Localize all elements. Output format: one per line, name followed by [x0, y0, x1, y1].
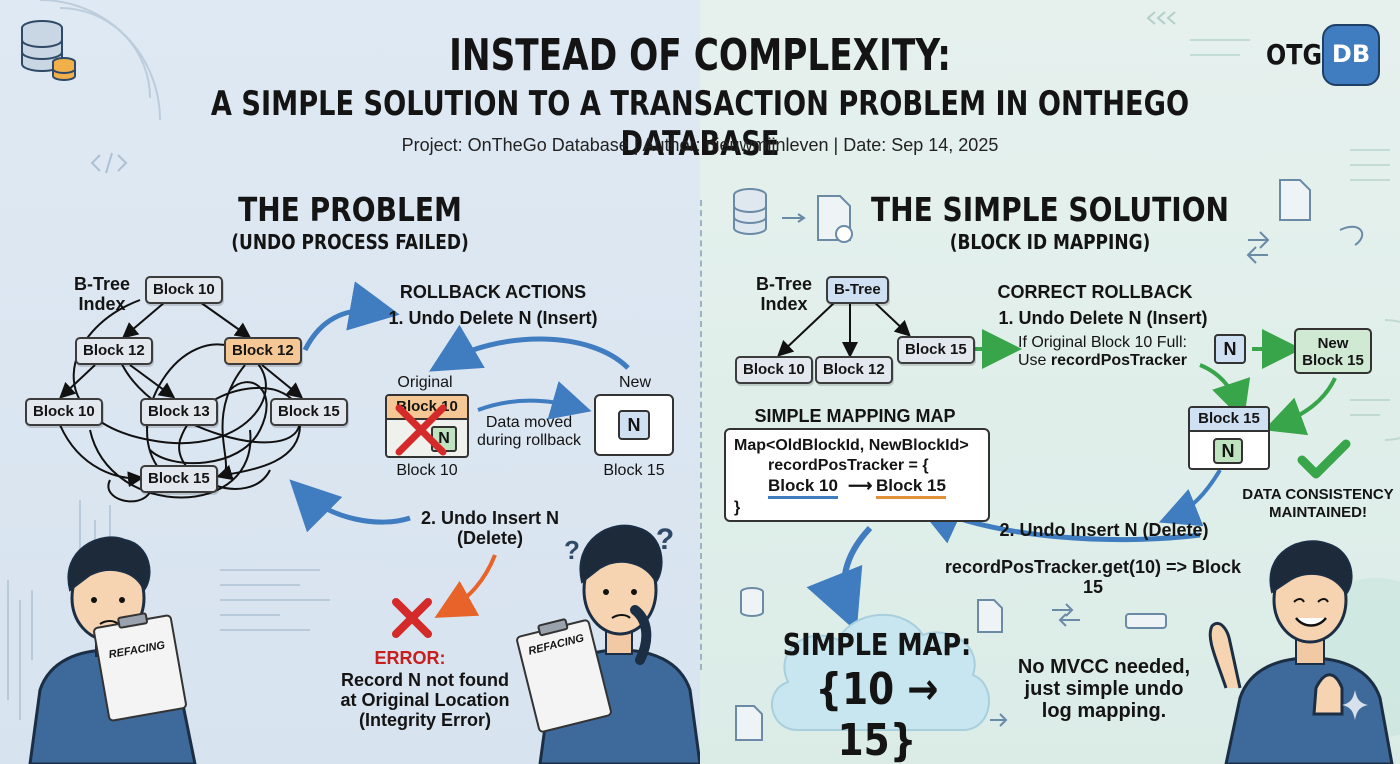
mapping-code-box: Map<OldBlockId, NewBlockId> recordPosTra…	[724, 428, 990, 522]
database-icon	[740, 587, 764, 617]
problem-block-mid-left: Block 12	[75, 337, 153, 365]
solution-note: No MVCC needed, just simple undo log map…	[1017, 656, 1191, 722]
clipboard-right-text: REFACING	[527, 632, 586, 658]
code-close: }	[734, 499, 741, 516]
check-icon	[1297, 439, 1351, 479]
new-block-15: New Block 15	[1294, 328, 1372, 374]
problem-block-leaf-1: Block 10	[25, 398, 103, 426]
error-title: ERROR:	[374, 648, 446, 668]
problem-block-bottom: Block 15	[140, 465, 218, 493]
sparkle-icon	[1342, 690, 1368, 720]
error-cross-icon	[392, 598, 432, 638]
code-arrow: ⟶	[848, 476, 873, 495]
cross-icon	[395, 404, 447, 456]
document-icon	[735, 705, 763, 741]
solution-block-leaf-1: Block 10	[735, 356, 813, 384]
rollback-title: ROLLBACK ACTIONS	[399, 282, 587, 302]
solution-block-leaf-2: Block 12	[815, 356, 893, 384]
correct-rollback-title: CORRECT ROLLBACK	[997, 282, 1193, 302]
sync-icon	[990, 713, 1008, 727]
solution-btree-label: B-Tree Index	[755, 274, 813, 314]
data-moved-label: Data moved during rollback	[476, 414, 582, 449]
question-icon-2: ?	[655, 523, 675, 556]
new-caption: Block 15	[603, 462, 665, 479]
solution-decor-icons	[733, 179, 1364, 264]
database-icon	[21, 20, 76, 81]
document-icon	[817, 195, 853, 243]
happy-developer-illustration	[1208, 540, 1400, 764]
project-meta: Project: OnTheGo Database | Author: nieu…	[401, 135, 999, 155]
problem-step1: 1. Undo Delete N (Insert)	[388, 308, 598, 328]
logo-badge-text: DB	[1331, 40, 1371, 68]
code-line2: recordPosTracker = {	[768, 457, 929, 474]
condition-line2: Use recordPosTracker	[1018, 352, 1208, 370]
solution-block-right: Block 15	[897, 336, 975, 364]
sync-icon	[1246, 225, 1364, 264]
problem-btree-label: B-Tree Index	[73, 274, 131, 314]
clipboard-left-text: REFACING	[107, 639, 166, 662]
target-block-header: Block 15	[1190, 408, 1268, 432]
mapping-title: SIMPLE MAPPING MAP	[754, 406, 956, 426]
condition-line1: If Original Block 10 Full:	[1018, 334, 1187, 351]
logo-badge: DB	[1322, 24, 1380, 86]
original-label: Original	[397, 374, 453, 391]
solution-subtitle: (BLOCK ID MAPPING)	[949, 230, 1151, 254]
document-icon	[977, 599, 1003, 633]
logo-text: OTG	[1266, 38, 1323, 71]
code-icon	[90, 152, 128, 174]
original-block-header: Block 10	[387, 396, 467, 420]
target-n: N	[1213, 438, 1243, 464]
document-icon	[1279, 179, 1311, 221]
solution-title: THE SIMPLE SOLUTION	[870, 190, 1230, 229]
code-from-block: Block 10	[768, 476, 838, 499]
condition-prefix: Use	[1018, 352, 1051, 369]
problem-block-mid-right: Block 12	[224, 337, 302, 365]
panel-divider	[700, 200, 702, 670]
error-text: Record N not found at Original Location …	[340, 670, 510, 730]
problem-block-root: Block 10	[145, 276, 223, 304]
original-n: N	[431, 426, 457, 452]
original-caption: Block 10	[396, 462, 458, 479]
problem-step2: 2. Undo Insert N (Delete)	[420, 508, 559, 548]
solution-n-box: N	[1214, 334, 1246, 364]
question-icon: ?	[564, 535, 580, 565]
solution-step1: 1. Undo Delete N (Insert)	[998, 308, 1208, 328]
new-label: New	[618, 374, 651, 391]
solution-small-icons	[735, 587, 1167, 741]
problem-block-leaf-2: Block 13	[140, 398, 218, 426]
problem-block-leaf-3: Block 15	[270, 398, 348, 426]
simple-map-cloud	[771, 613, 990, 731]
consistency-label: DATA CONSISTENCY MAINTAINED!	[1242, 486, 1394, 521]
solution-block-root: B-Tree	[826, 276, 889, 304]
new-n: N	[618, 410, 650, 440]
clipboard-left: REFACING	[92, 612, 188, 723]
code-line1: Map<OldBlockId, NewBlockId>	[734, 437, 969, 454]
sync-icon	[1052, 603, 1080, 627]
chevrons-icon	[1146, 11, 1176, 25]
target-block: Block 15 N	[1188, 406, 1270, 470]
problem-subtitle: (UNDO PROCESS FAILED)	[231, 230, 469, 254]
cloud-title: SIMPLE MAP:	[782, 628, 972, 663]
condition-tracker: recordPosTracker	[1050, 352, 1187, 369]
cloud-map: {10 → 15}	[815, 664, 939, 764]
page-subtitle: A SIMPLE SOLUTION TO A TRANSACTION PROBL…	[210, 84, 1190, 164]
database-icon	[733, 188, 767, 235]
key-icon	[1125, 613, 1167, 629]
page-title: INSTEAD OF COMPLEXITY:	[449, 30, 951, 81]
code-to-block: Block 15	[876, 476, 946, 499]
problem-title: THE PROBLEM	[238, 190, 462, 229]
solution-step2: 2. Undo Insert N (Delete)	[999, 520, 1209, 540]
new-block: N	[594, 394, 674, 456]
lookup-line: recordPosTracker.get(10) => Block 15	[944, 557, 1242, 597]
